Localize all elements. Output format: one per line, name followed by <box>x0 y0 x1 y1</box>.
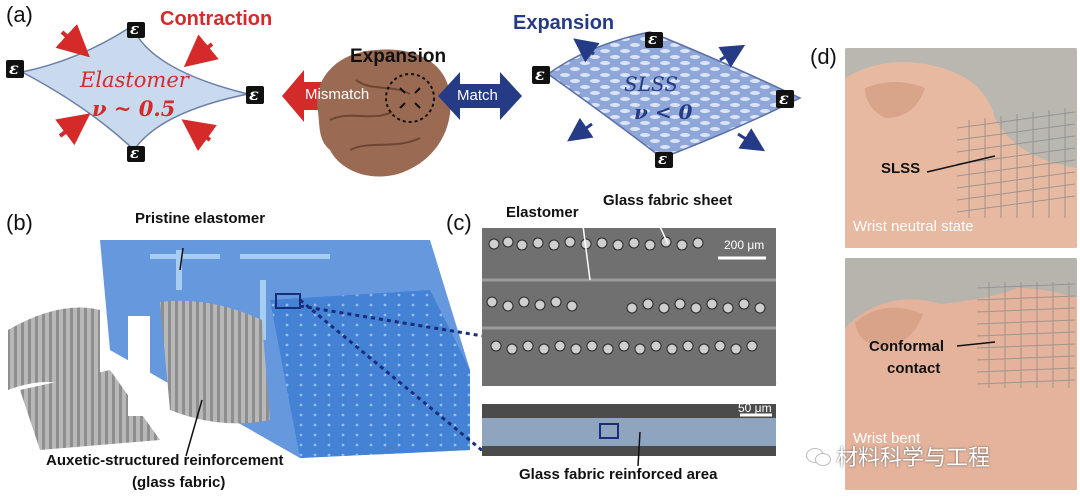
wrist-bent-photo: Conformal contact Wrist bent <box>845 258 1077 490</box>
epsilon-label: ε <box>648 30 658 48</box>
epsilon-label: ε <box>249 85 259 104</box>
epsilon-label: ε <box>535 65 545 84</box>
slss-sheet <box>546 31 802 159</box>
elastomer-label-c: Elastomer <box>506 204 579 221</box>
wrist-bent-label: Wrist bent <box>853 430 921 447</box>
reinforced-area-label: Glass fabric reinforced area <box>519 466 718 483</box>
pristine-elastomer-label: Pristine elastomer <box>135 210 266 227</box>
watermark-text: 材料科学与工程 <box>836 446 991 471</box>
slss-label: SLSS <box>624 72 679 96</box>
expansion-label: Expansion <box>513 12 615 34</box>
panel-b-label: (b) <box>6 210 33 235</box>
sem-image-bottom: 50 μm <box>482 404 776 456</box>
panel-d-label: (d) <box>810 44 837 69</box>
scale-bar-top-label: 200 μm <box>724 238 765 252</box>
elastomer-label: Elastomer <box>80 68 189 92</box>
mismatch-label: Mismatch <box>305 86 370 103</box>
scale-bar-bottom-label: 50 μm <box>738 404 772 415</box>
auxetic-label-line1: Auxetic-structured reinforcement <box>46 452 284 469</box>
epsilon-label: ε <box>9 59 19 78</box>
wechat-icon <box>806 446 831 466</box>
reinforced-pointer <box>637 431 641 467</box>
slss-photo-label: SLSS <box>881 160 921 177</box>
epsilon-label: ε <box>130 20 140 38</box>
epsilon-label: ε <box>130 144 140 162</box>
epsilon-label: ε <box>779 89 789 108</box>
glass-fabric-sheet-label: Glass fabric sheet <box>603 192 733 209</box>
wrist-neutral-label: Wrist neutral state <box>853 218 974 235</box>
slss-poisson: ν < 0 <box>634 100 693 124</box>
conformal-label-line1: Conformal <box>869 338 944 355</box>
elastomer-poisson: ν ~ 0.5 <box>92 96 176 121</box>
expansion-brain-label: Expansion <box>350 46 447 67</box>
conformal-label-line2: contact <box>887 360 941 377</box>
match-label: Match <box>457 87 498 104</box>
watermark: 材料科学与工程 <box>806 440 990 472</box>
brain-image <box>317 49 451 177</box>
auxetic-label-line2: (glass fabric) <box>132 474 226 491</box>
panel-a-graphic <box>6 22 802 177</box>
contraction-label: Contraction <box>160 8 273 30</box>
panel-b-graphic <box>8 240 470 458</box>
panel-c-label: (c) <box>446 210 472 235</box>
match-arrow <box>438 72 522 120</box>
sem-image-top: 200 μm <box>482 228 776 386</box>
expansion-circle <box>385 73 435 123</box>
panel-a-label: (a) <box>6 2 33 27</box>
wrist-neutral-photo: SLSS Wrist neutral state <box>845 48 1077 248</box>
epsilon-label: ε <box>658 150 668 168</box>
